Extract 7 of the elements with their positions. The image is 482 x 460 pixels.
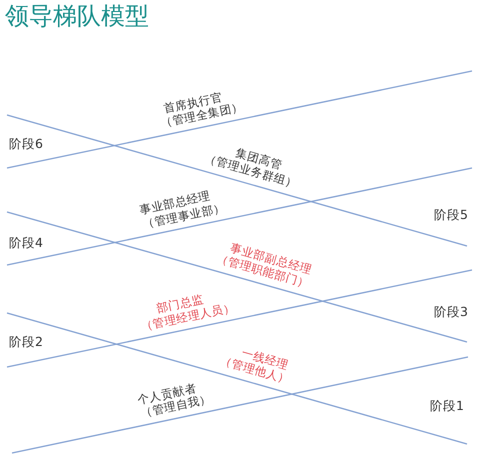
stage-label: 阶段6 <box>9 137 43 151</box>
stage-label: 阶段3 <box>434 305 468 319</box>
stage-label: 阶段2 <box>9 335 43 349</box>
stage-label: 阶段4 <box>9 236 43 250</box>
title: 领导梯队模型 <box>5 3 149 30</box>
stage-label: 阶段1 <box>430 399 464 413</box>
stage-label: 阶段5 <box>434 208 468 222</box>
